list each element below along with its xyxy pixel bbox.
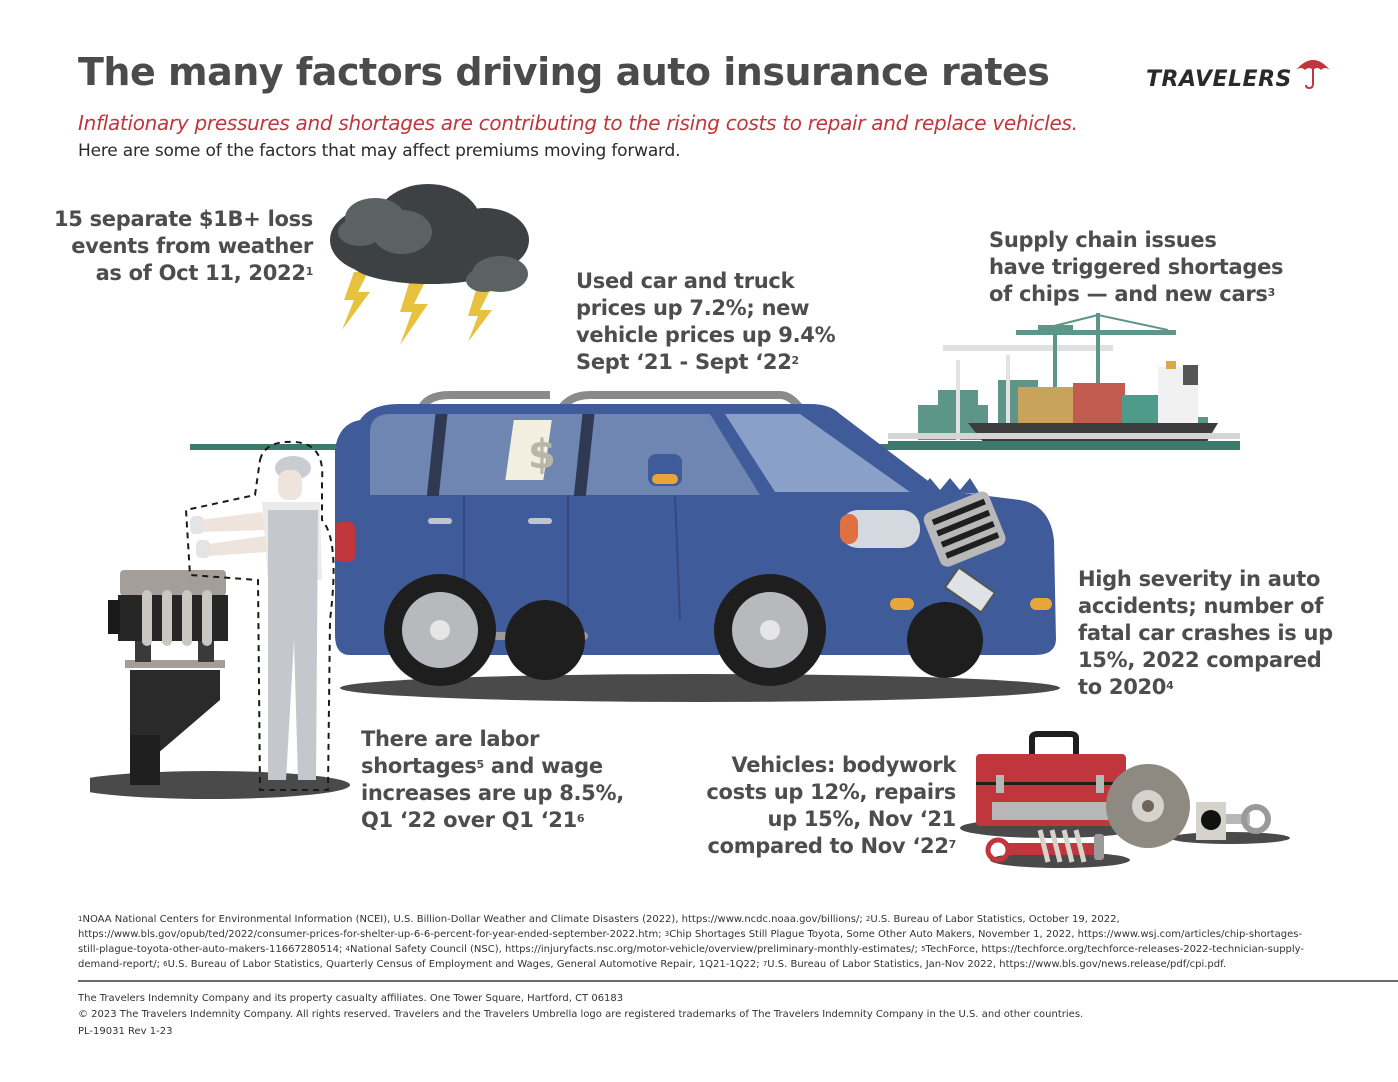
fact-line: vehicle prices up 9.4% xyxy=(576,323,836,347)
footnote-number: 5 xyxy=(921,945,926,953)
travelers-logo: TRAVELERS xyxy=(1146,54,1332,92)
toolbox-parts-icon xyxy=(960,731,1290,868)
footnote-ref: 5 xyxy=(476,758,485,771)
footnote-text: NOAA National Centers for Environmental … xyxy=(82,914,866,925)
legal-copyright: © 2023 The Travelers Indemnity Company. … xyxy=(78,1009,1084,1020)
footnote-number: 4 xyxy=(345,945,350,953)
fact-line: events from weather xyxy=(71,234,313,258)
fact-accidents: High severity in auto accidents; number … xyxy=(1078,566,1333,701)
fact-line: shortages xyxy=(361,754,477,778)
umbrella-icon xyxy=(1295,60,1330,90)
footnote-ref: 6 xyxy=(576,812,585,825)
fact-line: Sept ‘21 - Sept ‘22 xyxy=(576,350,792,374)
fact-line: prices up 7.2%; new xyxy=(576,296,810,320)
logo-text: TRAVELERS xyxy=(1146,67,1292,92)
footnote-text: TechForce, https://techforce.org/techfor… xyxy=(78,944,1305,970)
footnotes: 1NOAA National Centers for Environmental… xyxy=(78,912,1318,972)
footnote-number: 1 xyxy=(78,915,83,923)
fact-line: as of Oct 11, 2022 xyxy=(95,261,306,285)
fact-line: increases are up 8.5%, xyxy=(361,781,624,805)
suv-icon: $ xyxy=(335,391,1060,702)
footnote-text: Chip Shortages Still Plague Toyota, Some… xyxy=(78,929,1303,955)
fact-line: 15 separate $1B+ loss xyxy=(53,207,313,231)
footnote-number: 7 xyxy=(762,960,768,968)
footnote-text: U.S. Bureau of Labor Statistics, October… xyxy=(78,914,1120,940)
page-title: The many factors driving auto insurance … xyxy=(78,50,1050,94)
fact-line: High severity in auto xyxy=(1078,567,1321,591)
footnote-ref: 4 xyxy=(1166,679,1174,692)
fact-line: compared to Nov ‘22 xyxy=(707,834,949,858)
fact-line: and wage xyxy=(483,754,603,778)
fact-line: Q1 ‘22 over Q1 ‘21 xyxy=(361,808,577,832)
subtitle-highlight: Inflationary pressures and shortages are… xyxy=(78,111,1078,135)
storm-cloud-icon xyxy=(330,184,529,345)
footnote-ref: 3 xyxy=(1267,286,1276,299)
wheel xyxy=(384,574,496,686)
footnote-text: U.S. Bureau of Labor Statistics, Quarter… xyxy=(167,959,763,970)
footer-divider xyxy=(78,980,1398,982)
fact-supply-chain: Supply chain issues have triggered short… xyxy=(989,227,1284,308)
fact-weather: 15 separate $1B+ loss events from weathe… xyxy=(53,206,313,287)
fact-line: to 2020 xyxy=(1078,675,1167,699)
footnote-number: 6 xyxy=(163,960,168,968)
legal-code: PL-19031 Rev 1-23 xyxy=(78,1026,173,1037)
legal-address: The Travelers Indemnity Company and its … xyxy=(78,993,624,1004)
fact-line: have triggered shortages xyxy=(989,255,1284,279)
fact-line: 15%, 2022 compared xyxy=(1078,648,1322,672)
footnote-number: 2 xyxy=(865,915,871,923)
fact-line: There are labor xyxy=(361,727,540,751)
fact-line: up 15%, Nov ‘21 xyxy=(767,807,956,831)
cargo-ship-icon xyxy=(888,313,1240,448)
fact-line: Supply chain issues xyxy=(989,228,1217,252)
fact-line: costs up 12%, repairs xyxy=(706,780,956,804)
fact-line: fatal car crashes is up xyxy=(1078,621,1333,645)
fact-repairs: Vehicles: bodywork costs up 12%, repairs… xyxy=(700,752,956,860)
fact-labor: There are labor shortages5 and wage incr… xyxy=(361,726,624,834)
fact-line: Vehicles: bodywork xyxy=(731,753,956,777)
footnote-ref: 7 xyxy=(948,838,957,851)
footnote-ref: 1 xyxy=(305,265,314,278)
footnote-text: National Safety Council (NSC), https://i… xyxy=(350,944,922,955)
footnote-text: U.S. Bureau of Labor Statistics, Jan-Nov… xyxy=(767,959,1227,970)
subtitle: Here are some of the factors that may af… xyxy=(78,141,681,161)
mechanic-icon xyxy=(90,440,350,799)
footnote-ref: 2 xyxy=(791,354,800,367)
svg-text:$: $ xyxy=(528,432,556,478)
fact-line: of chips — and new cars xyxy=(989,282,1268,306)
fact-line: Used car and truck xyxy=(576,269,795,293)
fact-line: accidents; number of xyxy=(1078,594,1324,618)
footnote-number: 3 xyxy=(664,930,670,938)
fact-prices: Used car and truck prices up 7.2%; new v… xyxy=(576,268,836,376)
